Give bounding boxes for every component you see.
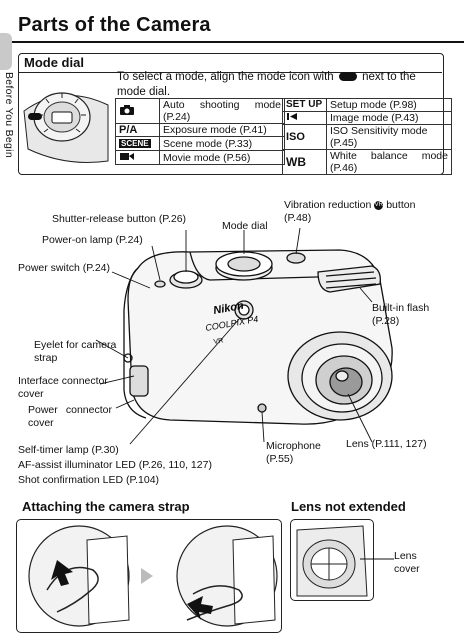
mode-row: SET UP Setup mode (P.98) [282, 98, 452, 112]
microphone-label: Microphone (P.55) [266, 440, 321, 465]
instructions-part-2: next to the mode dial. [117, 71, 416, 98]
lens-section-heading: Lens not extended [291, 499, 406, 514]
mode-text: White balance mode (P.46) [326, 149, 452, 175]
lens-cover-illustration-frame [290, 519, 374, 601]
wb-mode-icon: WB [282, 149, 327, 175]
af-assist-label: AF-assist illuminator LED (P.26, 110, 12… [18, 459, 212, 471]
strap-illustration-frame [16, 519, 282, 633]
mode-table-left: Auto shooting mode (P.24) P/A Exposure m… [115, 98, 285, 165]
brand-logo: Nikon [212, 300, 244, 317]
mode-row: Image mode (P.43) [282, 111, 452, 125]
power-switch-label: Power switch (P.24) [18, 262, 111, 274]
iso-mode-icon: ISO [282, 124, 327, 150]
built-in-flash-label: Built-in flash (P.28) [372, 302, 430, 327]
mode-row: Auto shooting mode (P.24) [115, 98, 285, 124]
mode-dial-heading: Mode dial [24, 55, 84, 70]
mode-row: WB White balance mode (P.46) [282, 149, 452, 175]
mode-text: Scene mode (P.33) [159, 136, 285, 151]
mode-dial-illustration [23, 92, 109, 163]
lens-cover-illustration [296, 525, 368, 597]
mode-table-right: SET UP Setup mode (P.98) Image mode (P.4… [282, 98, 452, 175]
mode-text: Movie mode (P.56) [159, 150, 285, 165]
power-cover-label: Power connector cover [28, 404, 112, 429]
mode-row: P/A Exposure mode (P.41) [115, 123, 285, 137]
mode-indicator-pill-icon [338, 72, 357, 82]
setup-mode-icon: SET UP [282, 98, 327, 112]
strap-section-heading: Attaching the camera strap [22, 499, 190, 514]
shutter-release-label: Shutter-release button (P.26) [52, 213, 187, 225]
arrow-icon [187, 596, 213, 620]
mode-row: ISO ISO Sensitivity mode (P.45) [282, 124, 452, 150]
next-step-arrow-icon [141, 568, 153, 584]
self-timer-label: Self-timer lamp (P.30) [18, 444, 119, 456]
scene-mode-icon: SCENE [115, 136, 160, 151]
side-tab-marker [0, 33, 12, 70]
mode-row: SCENE Scene mode (P.33) [115, 136, 285, 151]
title-divider [12, 41, 464, 43]
mode-text: Auto shooting mode (P.24) [159, 98, 285, 124]
mode-text: Exposure mode (P.41) [159, 123, 285, 137]
movie-icon [115, 150, 160, 165]
exposure-mode-icon: P/A [115, 123, 160, 137]
mode-row: Movie mode (P.56) [115, 150, 285, 165]
interface-cover-label: Interface connector cover [18, 375, 108, 400]
lens-label: Lens (P.111, 127) [346, 438, 427, 450]
eyelet-label: Eyelet for camera strap [34, 339, 117, 364]
shot-confirmation-label: Shot confirmation LED (P.104) [18, 474, 160, 486]
instructions-part-1: To select a mode, align the mode icon wi… [117, 71, 334, 83]
power-on-lamp-label: Power-on lamp (P.24) [42, 234, 143, 246]
lens-cover-label: Lens cover [394, 550, 420, 575]
camera-icon [115, 98, 160, 124]
mode-text: Image mode (P.43) [326, 111, 452, 125]
side-tab-label: Before You Begin [3, 72, 15, 158]
strap-illustration [28, 525, 278, 627]
mode-text: Setup mode (P.98) [326, 98, 452, 112]
vr-icon: VR [374, 200, 384, 210]
mode-dial-panel-header [18, 53, 442, 73]
page-title: Parts of the Camera [18, 14, 211, 36]
lens-cover-leader [360, 558, 394, 560]
mode-dial-instructions: To select a mode, align the mode icon wi… [117, 70, 439, 100]
mode-dial-label: Mode dial [222, 220, 268, 232]
arrow-icon [51, 560, 73, 586]
camera-diagram: Nikon COOLPIX P4 VR [95, 227, 393, 445]
vibration-reduction-label: Vibration reduction VR button (P.48) [284, 199, 416, 224]
mode-text: ISO Sensitivity mode (P.45) [326, 124, 452, 150]
vr-mark: VR [213, 337, 224, 346]
playback-icon [282, 111, 327, 125]
